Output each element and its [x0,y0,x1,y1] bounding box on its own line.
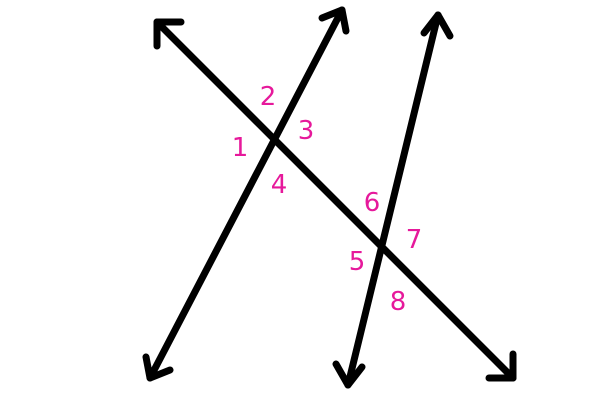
left-line-arrow-bottom [142,353,174,382]
angle-label-4: 4 [271,170,288,200]
left-line [142,6,350,382]
right-line-arrow-bottom [332,360,366,389]
angle-label-3: 3 [298,116,315,146]
angle-label-1: 1 [232,133,249,163]
left-line-arrow-top [318,6,350,35]
right-line-arrow-top [420,11,454,40]
angle-label-7: 7 [406,225,423,255]
transversal-arrow-bottom [485,350,517,382]
angle-label-8: 8 [390,287,407,317]
angle-label-6: 6 [364,188,381,218]
transversal-arrow-top [153,18,185,50]
angle-label-5: 5 [349,247,366,277]
transversal-line [153,18,517,382]
right-line [332,11,454,389]
angle-label-2: 2 [260,82,277,112]
